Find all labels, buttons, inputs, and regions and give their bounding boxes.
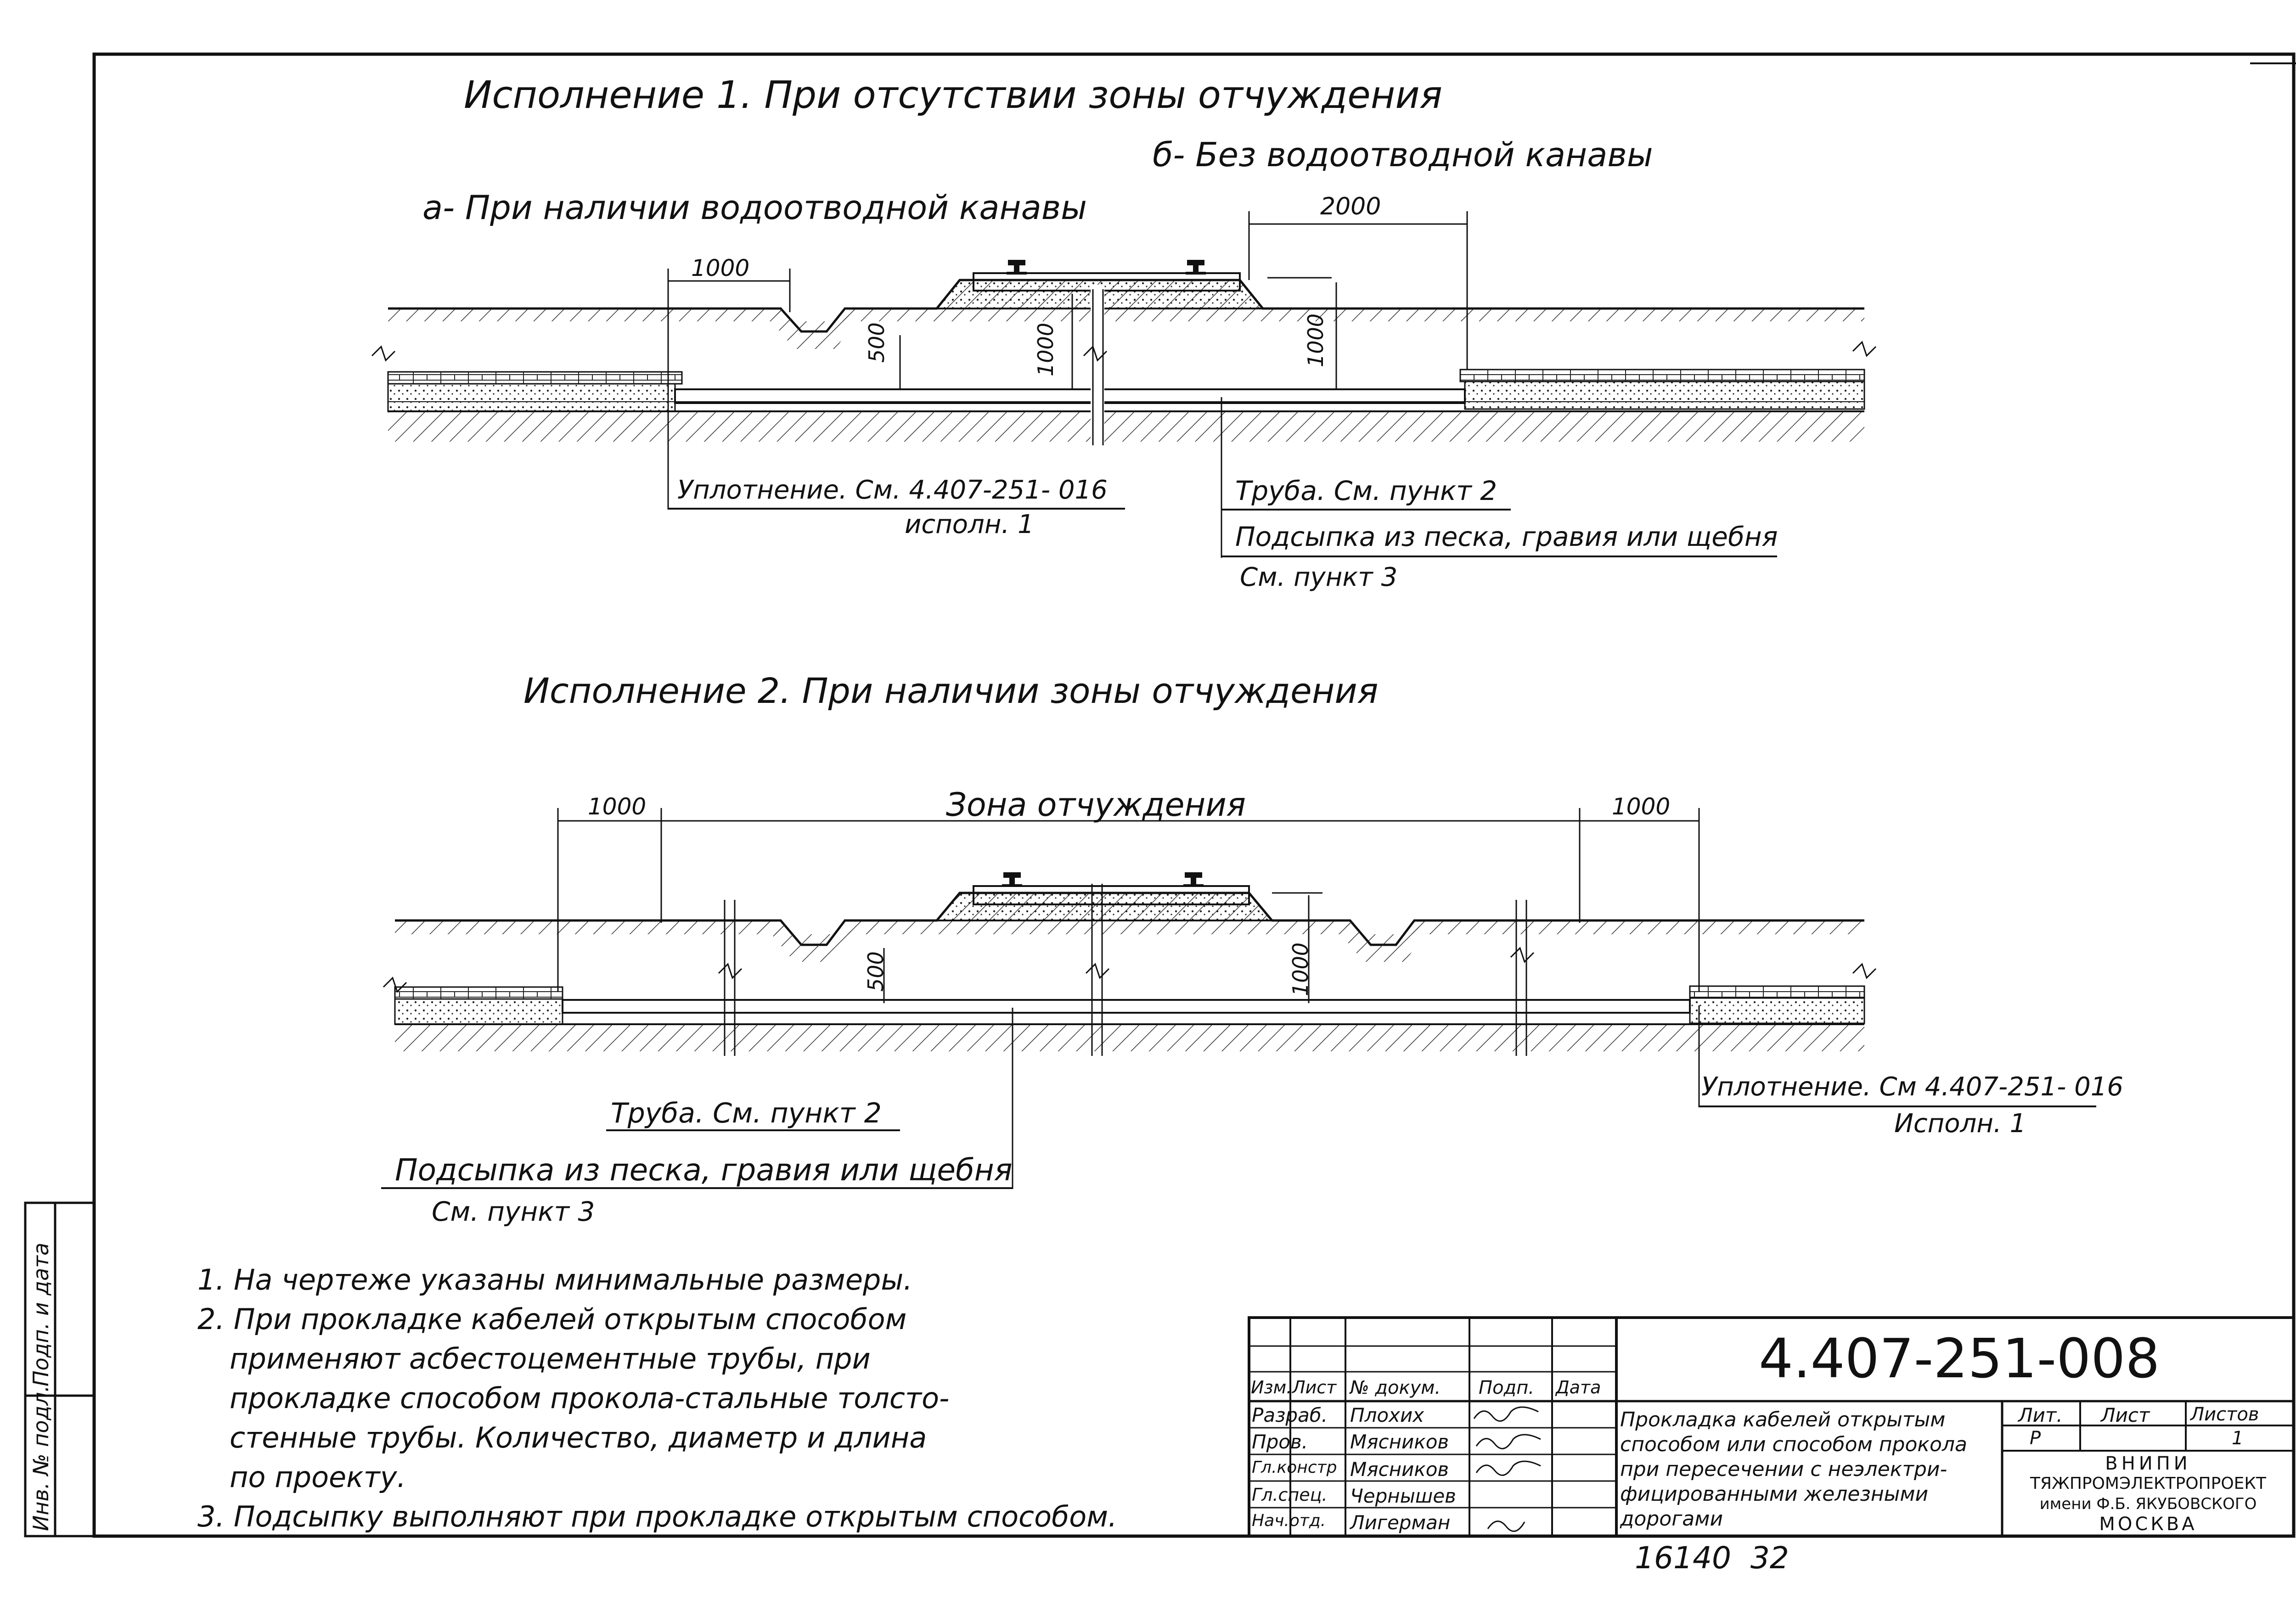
desc-line-3: при пересечении с неэлектри- bbox=[1620, 1458, 1947, 1481]
pipe-variant1 bbox=[674, 388, 1466, 404]
bottom-note: 16140 32 bbox=[1635, 1540, 1789, 1576]
desc-line-1: Прокладка кабелей открытым bbox=[1620, 1408, 1946, 1431]
role-3: Гл.спец. bbox=[1252, 1485, 1328, 1505]
callout-pipe-v1: Труба. См. пункт 2 bbox=[1235, 475, 1497, 506]
col-izm: Изм. bbox=[1251, 1377, 1292, 1397]
title-variant1-b: б- Без водоотводной канавы bbox=[1153, 135, 1653, 174]
dim-1000-left-v1: 1000 bbox=[691, 255, 750, 281]
org-line-3: имени Ф.Б. ЯКУБОВСКОГО bbox=[2039, 1495, 2257, 1513]
callout-fill-v2: Подсыпка из песка, гравия или щебня bbox=[395, 1152, 1013, 1188]
role-4: Нач.отд. bbox=[1252, 1511, 1326, 1530]
title-variant2: Исполнение 2. При наличии зоны отчуждени… bbox=[523, 670, 1379, 711]
note-1: 1. На чертеже указаны минимальные размер… bbox=[197, 1263, 912, 1296]
pipe-variant2 bbox=[562, 999, 1691, 1014]
note-2-line2: применяют асбестоцементные трубы, при bbox=[230, 1342, 871, 1375]
dim-1000-right-v2: 1000 bbox=[1612, 793, 1671, 820]
side-stamp bbox=[24, 1201, 96, 1537]
sheets-value: 1 bbox=[2232, 1428, 2244, 1449]
role-2: Гл.констр bbox=[1252, 1458, 1337, 1477]
side-stamp-sign: Подп. и дата bbox=[28, 1242, 53, 1386]
doc-number: 4.407-251-008 bbox=[1759, 1327, 2160, 1390]
title-variant1-a: а- При наличии водоотводной канавы bbox=[422, 188, 1087, 227]
sheet-label: Лист bbox=[2101, 1404, 2150, 1426]
role-0: Разраб. bbox=[1252, 1404, 1328, 1426]
org-line-2: ТЯЖПРОМЭЛЕКТРОПРОЕКТ bbox=[2030, 1474, 2266, 1493]
rail-left bbox=[1007, 260, 1027, 275]
role-1: Пров. bbox=[1252, 1431, 1308, 1453]
note-2-line5: по проекту. bbox=[230, 1460, 406, 1494]
doc-description: Прокладка кабелей открытым способом или … bbox=[1620, 1408, 1967, 1532]
title-variant1: Исполнение 1. При отсутствии зоны отчужд… bbox=[464, 73, 1442, 117]
section-variant1 bbox=[371, 211, 1877, 445]
notes: 1. На чертеже указаны минимальные размер… bbox=[197, 1260, 1117, 1537]
dim-500-v1: 500 bbox=[864, 322, 889, 363]
callout-fill-v1: Подсыпка из песка, гравия или щебня bbox=[1235, 521, 1778, 552]
col-sign: Подп. bbox=[1479, 1377, 1535, 1398]
callout-seal-v1: Уплотнение. См. 4.407-251- 016 bbox=[677, 475, 1108, 505]
lit-label: Лит. bbox=[2018, 1404, 2063, 1426]
col-list: Лист bbox=[1292, 1377, 1337, 1397]
note-2-line3: прокладке способом прокола-стальные толс… bbox=[230, 1381, 950, 1415]
callout-fill-sub-v2: См. пункт 3 bbox=[432, 1196, 595, 1227]
dim-500-v2: 500 bbox=[863, 951, 888, 992]
desc-line-4: фицированными железными bbox=[1620, 1482, 1929, 1506]
name-0: Плохих bbox=[1350, 1404, 1424, 1426]
note-2: 2. При прокладке кабелей открытым способ… bbox=[197, 1302, 907, 1336]
name-2: Мясников bbox=[1350, 1458, 1449, 1481]
lit-value: Р bbox=[2030, 1428, 2041, 1449]
note-2-line4: стенные трубы. Количество, диаметр и дли… bbox=[230, 1421, 927, 1454]
rail-right-2 bbox=[1183, 872, 1204, 887]
col-date: Дата bbox=[1556, 1377, 1601, 1397]
rail-left-2 bbox=[1002, 872, 1022, 887]
dim-zone-v2: Зона отчуждения bbox=[946, 786, 1246, 824]
org-block: ВНИПИ ТЯЖПРОМЭЛЕКТРОПРОЕКТ имени Ф.Б. ЯК… bbox=[2006, 1453, 2290, 1534]
col-doc: № докум. bbox=[1350, 1377, 1441, 1398]
desc-line-5: дорогами bbox=[1620, 1507, 1723, 1531]
name-4: Лигерман bbox=[1350, 1511, 1451, 1534]
note-3: 3. Подсыпку выполняют при прокладке откр… bbox=[197, 1500, 1117, 1533]
callout-seal-v2: Уплотнение. См 4.407-251- 016 bbox=[1701, 1072, 2123, 1102]
dim-1000-b-v1: 1000 bbox=[1303, 313, 1328, 367]
dim-1000-a-v1: 1000 bbox=[1033, 322, 1058, 376]
dim-2000-v1: 2000 bbox=[1320, 193, 1381, 220]
name-1: Мясников bbox=[1350, 1431, 1449, 1453]
name-3: Чернышев bbox=[1350, 1485, 1456, 1507]
org-line-4: МОСКВА bbox=[2099, 1514, 2197, 1535]
sheets-label: Листов bbox=[2190, 1404, 2259, 1425]
sheet-frame bbox=[92, 52, 2296, 1538]
callout-seal-sub-v1: исполн. 1 bbox=[905, 510, 1034, 539]
leaders-variant1 bbox=[667, 395, 1777, 558]
dim-1000-mid-v2: 1000 bbox=[1288, 942, 1313, 996]
callout-pipe-v2: Труба. См. пункт 2 bbox=[611, 1097, 882, 1129]
leaders-variant2 bbox=[381, 1005, 2096, 1189]
side-stamp-inv: Инв. № подл. bbox=[28, 1385, 53, 1531]
callout-fill-sub-v1: См. пункт 3 bbox=[1240, 562, 1398, 592]
rail-right bbox=[1186, 260, 1206, 275]
title-block bbox=[1248, 1316, 2295, 1537]
dim-1000-left-v2: 1000 bbox=[588, 793, 647, 820]
callout-seal-sub-v2: Исполн. 1 bbox=[1894, 1109, 2026, 1139]
desc-line-2: способом или способом прокола bbox=[1620, 1433, 1967, 1456]
section-variant2 bbox=[383, 808, 1877, 1056]
org-line-1: ВНИПИ bbox=[2105, 1453, 2191, 1474]
